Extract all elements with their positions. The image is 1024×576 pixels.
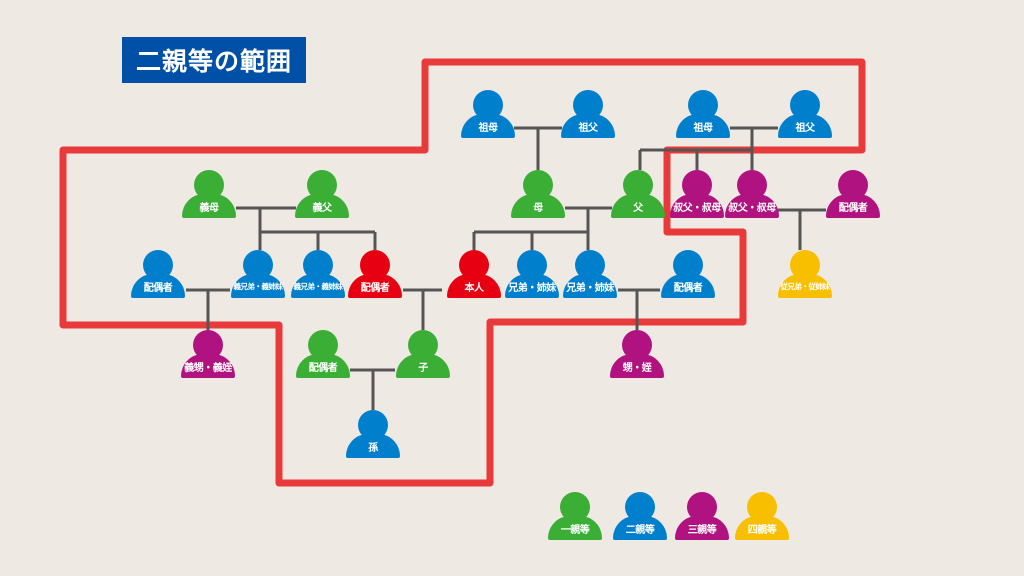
person-label: 四親等 <box>735 516 789 540</box>
person-label: 従兄弟・従姉妹 <box>778 274 832 298</box>
person-label: 叔父・叔母 <box>725 194 779 218</box>
page-title: 二親等の範囲 <box>122 37 306 83</box>
person-label: 祖父 <box>561 114 615 138</box>
connector-sibling-spouse <box>618 288 660 330</box>
person-label: 三親等 <box>675 516 729 540</box>
person-label: 本人 <box>447 274 501 298</box>
person-icon: 義父 <box>295 170 349 218</box>
person-icon: 祖母 <box>676 90 730 138</box>
person-icon: 祖父 <box>778 90 832 138</box>
connector-maternal-grandparents <box>514 126 562 170</box>
person-icon: 兄弟・姉妹 <box>505 250 559 298</box>
person-label: 義兄弟・義姉妹 <box>231 274 285 298</box>
connector-uncle-spouse <box>778 208 826 250</box>
person-label: 母 <box>511 194 565 218</box>
person-label: 兄弟・姉妹 <box>505 274 559 298</box>
person-icon: 叔父・叔母 <box>670 170 724 218</box>
connector-parents <box>472 206 612 250</box>
person-label: 祖父 <box>778 114 832 138</box>
person-label: 孫 <box>346 434 400 458</box>
person-label: 配偶者 <box>348 274 402 298</box>
person-label: 配偶者 <box>661 274 715 298</box>
person-label: 子 <box>396 354 450 378</box>
person-label: 父 <box>611 194 665 218</box>
connector-self-spouse <box>403 288 442 330</box>
person-icon: 義母 <box>182 170 236 218</box>
connector-paternal-grandparents <box>638 126 778 170</box>
connector-child-spouse <box>350 368 395 410</box>
person-label: 祖母 <box>676 114 730 138</box>
legend-item-first: 一親等 <box>548 492 602 540</box>
person-label: 兄弟・姉妹 <box>563 274 617 298</box>
person-label: 義父 <box>295 194 349 218</box>
person-label: 甥・姪 <box>610 354 664 378</box>
second-degree-boundary <box>59 58 866 487</box>
legend-item-fourth: 四親等 <box>735 492 789 540</box>
person-icon: 義兄弟・義姉妹 <box>231 250 285 298</box>
person-icon: 祖母 <box>461 90 515 138</box>
person-icon: 配偶者 <box>661 250 715 298</box>
person-label: 義母 <box>182 194 236 218</box>
person-icon: 配偶者 <box>348 250 402 298</box>
person-icon: 甥・姪 <box>610 330 664 378</box>
person-label: 配偶者 <box>826 194 880 218</box>
person-icon: 祖父 <box>561 90 615 138</box>
person-label: 配偶者 <box>131 274 185 298</box>
legend-item-third: 三親等 <box>675 492 729 540</box>
connector-lines <box>186 126 826 410</box>
person-label: 祖母 <box>461 114 515 138</box>
person-icon: 子 <box>396 330 450 378</box>
person-label: 配偶者 <box>296 354 350 378</box>
person-icon: 孫 <box>346 410 400 458</box>
person-label: 二親等 <box>613 516 667 540</box>
person-icon: 配偶者 <box>296 330 350 378</box>
person-icon: 義兄弟・義姉妹 <box>291 250 345 298</box>
person-icon: 本人 <box>447 250 501 298</box>
person-icon: 兄弟・姉妹 <box>563 250 617 298</box>
person-label: 義甥・義姪 <box>181 354 235 378</box>
connector-inlaw-sibling-spouse <box>186 288 230 330</box>
person-icon: 叔父・叔母 <box>725 170 779 218</box>
connector-in-law-parents <box>236 206 377 250</box>
person-label: 義兄弟・義姉妹 <box>291 274 345 298</box>
person-icon: 従兄弟・従姉妹 <box>778 250 832 298</box>
person-icon: 父 <box>611 170 665 218</box>
person-icon: 配偶者 <box>131 250 185 298</box>
legend-item-second: 二親等 <box>613 492 667 540</box>
person-icon: 配偶者 <box>826 170 880 218</box>
person-icon: 義甥・義姪 <box>181 330 235 378</box>
person-icon: 母 <box>511 170 565 218</box>
person-label: 叔父・叔母 <box>670 194 724 218</box>
person-label: 一親等 <box>548 516 602 540</box>
